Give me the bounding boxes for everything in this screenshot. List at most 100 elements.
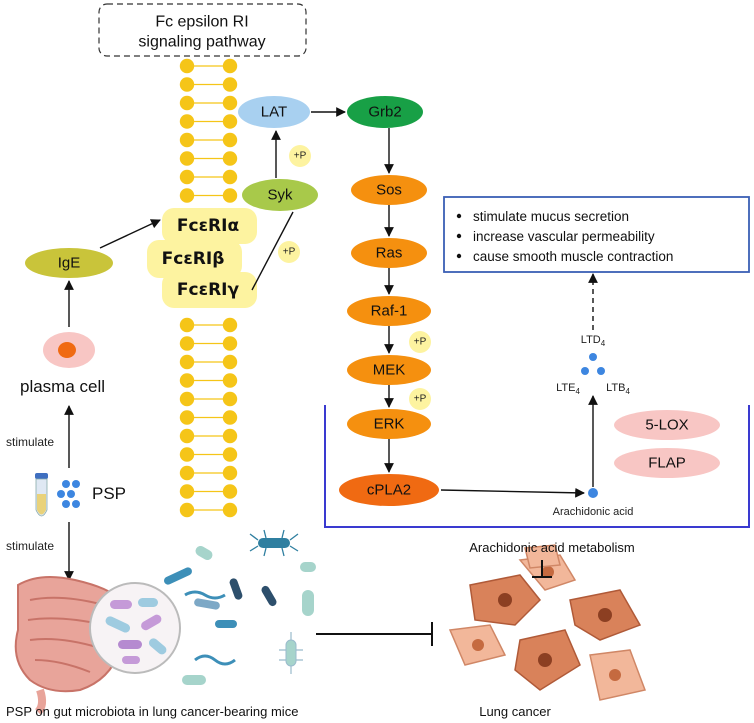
lipid-head [222,188,238,203]
aa-metabolism-frame [324,405,750,528]
lung-cancer-caption: Lung cancer [479,704,551,719]
lipid-head [222,410,238,425]
phospho-mek-badge: +P [409,331,431,353]
pathway-title-line2: signaling pathway [138,34,265,51]
arachidonic-acid-label: Arachidonic acid [553,506,634,518]
fceri-receptor: FcεRIα FcεRIβ FcεRIγ [147,208,257,308]
ras-label: Ras [376,245,403,262]
ltb4-label: LTB4 [606,382,630,396]
lox5-node: 5-LOX [614,410,720,440]
lox5-label: 5-LOX [645,417,688,434]
pathway-title-box: Fc epsilon RI signaling pathway [98,3,307,57]
link-gamma-to-syk [251,211,294,291]
cpla2-label: cPLA2 [367,482,411,499]
plasma-cell [43,332,95,368]
arrow-cpla2-to-aa [440,487,585,498]
grb2-label: Grb2 [368,104,401,121]
erk-label: ERK [374,416,405,433]
stimulate-label-top: stimulate [6,435,54,449]
lipid-head [222,336,238,351]
lung-cancer-cells-icon [448,544,647,701]
phospho-syk-badge: +P [289,145,311,167]
lipid-head [179,336,195,351]
psp-particles-icon [57,480,80,508]
lipid-head [179,410,195,425]
lipid-head [222,465,238,481]
effect-item-1: stimulate mucus secretion [473,209,629,224]
plasma-cell-label: plasma cell [20,377,105,396]
lipid-head [179,132,195,148]
ltd4-label: LTD4 [581,334,606,348]
lipid-head [179,77,195,92]
phospho-receptor-label: +P [283,247,296,258]
arachidonic-acid-dot [588,488,598,498]
pathway-title-line1: Fc epsilon RI [155,14,248,31]
lipid-head [222,169,238,185]
lipid-head [222,354,238,370]
effect-item-2: increase vascular permeability [473,229,655,244]
lipid-head [179,465,195,481]
mek-node: MEK [347,355,431,385]
lat-label: LAT [261,104,287,121]
aa-metabolism-label: Arachidonic acid metabolism [469,540,634,555]
mek-label: MEK [373,362,406,379]
cpla2-node: cPLA2 [339,474,439,506]
lipid-head [179,373,195,388]
lipid-head [222,114,238,129]
lipid-head [179,428,195,444]
lipid-head [179,188,195,203]
lipid-head [222,132,238,148]
raf1-label: Raf-1 [371,303,408,320]
lipid-head [222,58,238,74]
ige-node: IgE [25,248,113,278]
psp-tube-icon [35,473,48,517]
lipid-head [222,502,238,518]
stimulate-label-bottom: stimulate [6,539,54,553]
receptor-beta-label: FcεRIβ [162,249,225,269]
leukotriene-dots [581,353,605,375]
lipid-head [222,428,238,444]
lipid-head [179,58,195,74]
lipid-head [179,447,195,462]
lipid-head [222,484,238,499]
intestine-icon [14,575,121,715]
phospho-erk-badge: +P [409,388,431,410]
lipid-head [179,169,195,185]
lipid-head [179,95,195,111]
lipid-head [222,77,238,92]
arrow-ige-to-receptor [99,219,161,249]
flap-node: FLAP [614,448,720,478]
syk-label: Syk [267,187,293,204]
ige-label: IgE [58,255,81,272]
lat-node: LAT [238,96,310,128]
lipid-head [222,447,238,462]
lipid-head [222,151,238,166]
cell-membrane [179,58,238,518]
sos-node: Sos [351,175,427,205]
lipid-head [179,317,195,333]
bacteria-icons [164,529,316,685]
phospho-receptor-badge: +P [278,241,300,263]
gut-caption: PSP on gut microbiota in lung cancer-bea… [6,704,298,719]
effects-box: stimulate mucus secretion increase vascu… [443,196,750,273]
lipid-head [222,391,238,407]
receptor-alpha-label: FcεRIα [177,216,239,236]
lte4-label: LTE4 [556,382,580,396]
lipid-head [179,484,195,499]
receptor-gamma-label: FcεRIγ [177,280,240,300]
effect-item-3: cause smooth muscle contraction [473,249,673,264]
phospho-syk-label: +P [294,151,307,162]
flap-label: FLAP [648,455,686,472]
lipid-head [179,114,195,129]
magnifier-microbiota-icon [89,582,181,674]
raf1-node: Raf-1 [347,296,431,326]
lipid-head [222,317,238,333]
psp-label: PSP [92,484,126,503]
lipid-head [179,354,195,370]
syk-node: Syk [242,179,318,211]
lipid-head [222,373,238,388]
sos-label: Sos [376,182,402,199]
phospho-erk-label: +P [414,394,427,405]
grb2-node: Grb2 [347,96,423,128]
